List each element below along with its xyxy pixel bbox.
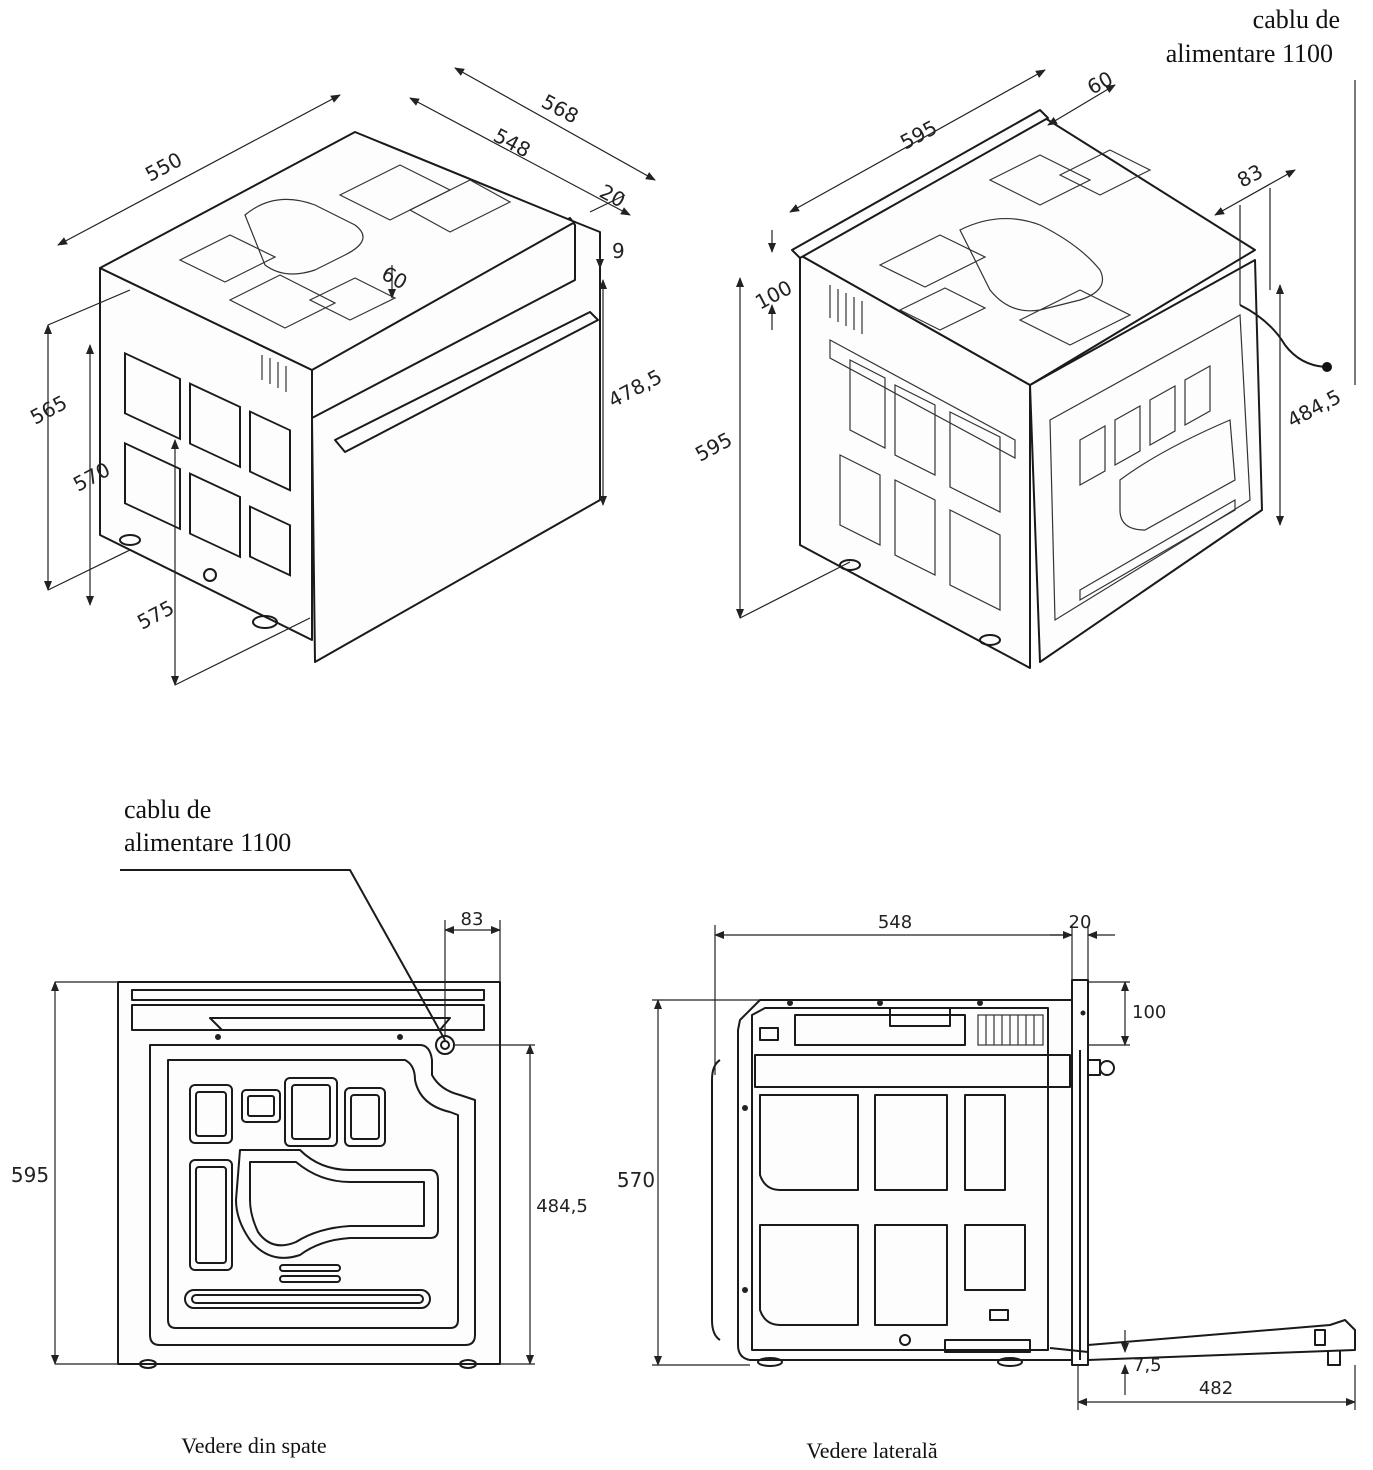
power-cable-label-top-2: alimentare 1100 (1166, 39, 1333, 68)
power-cable-leader (120, 869, 446, 1041)
dim-9: 9 (612, 239, 625, 263)
dim-595-back: 595 (11, 1163, 49, 1187)
dim-20-side: 20 (1069, 912, 1092, 933)
dim-7-5: 7,5 (1133, 1355, 1162, 1376)
dim-482: 482 (1199, 1378, 1233, 1399)
dim-568: 568 (538, 89, 583, 128)
dim-548-side: 548 (878, 912, 912, 933)
dim-83-iso: 83 (1233, 159, 1267, 192)
dim-484-5-iso: 484,5 (1283, 384, 1345, 432)
dim-478-5: 478,5 (604, 364, 666, 412)
side-view: 548 20 100 570 7,5 482 Vedere laterală (617, 912, 1356, 1463)
power-cable-label-top-1: cablu de (1253, 5, 1340, 34)
oven-back-face (1029, 259, 1263, 663)
power-cable-label-bottom-1: cablu de (124, 795, 211, 824)
caption-side-view: Vedere laterală (806, 1438, 938, 1463)
dim-100-iso: 100 (751, 275, 796, 314)
door-handle (334, 311, 599, 453)
power-cable-outlet (435, 1035, 455, 1055)
dim-548: 548 (490, 123, 535, 162)
caption-back-view: Vedere din spate (181, 1433, 326, 1458)
dim-83-back: 83 (461, 909, 484, 930)
side-handle (1088, 1059, 1101, 1076)
back-isometric-view: 595 60 83 100 595 484,5 cablu de aliment… (691, 5, 1356, 669)
front-isometric-view: 550 568 548 20 9 60 565 570 478,5 575 (26, 67, 666, 686)
dim-595-height: 595 (691, 427, 736, 466)
dim-575: 575 (133, 595, 178, 634)
oven-back-outline (117, 981, 501, 1365)
power-cable (1239, 304, 1326, 368)
dim-60-back: 60 (1083, 66, 1117, 99)
dim-100-side: 100 (1132, 1002, 1166, 1023)
dim-484-5-back: 484,5 (536, 1196, 588, 1217)
power-cable-label-bottom-2: alimentare 1100 (124, 828, 291, 857)
back-view: 83 595 484,5 cablu de alimentare 1100 Ve… (11, 795, 588, 1458)
dim-570-side: 570 (617, 1168, 655, 1192)
